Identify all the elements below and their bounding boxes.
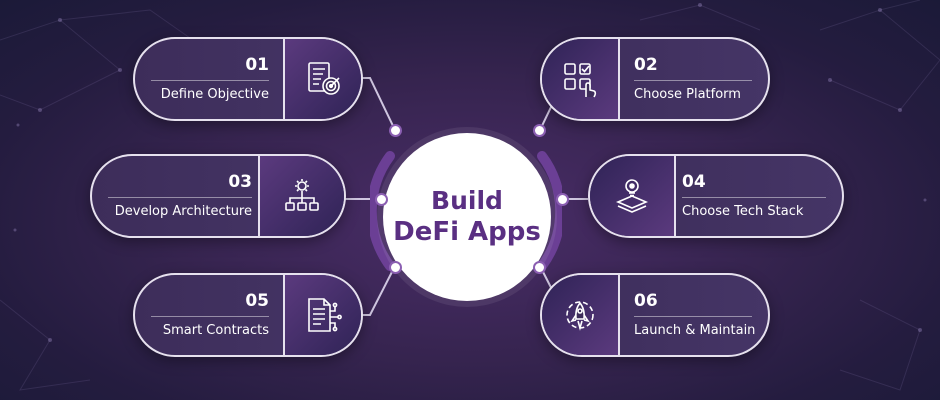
step-number: 03 xyxy=(228,171,252,192)
step-label: Choose Tech Stack xyxy=(682,203,804,219)
grid-touch-icon xyxy=(564,63,597,98)
rocket-gear-icon xyxy=(566,301,594,331)
connector-dot xyxy=(389,261,402,274)
step-05-card: 05 Smart Contracts xyxy=(133,273,363,357)
step-label: Smart Contracts xyxy=(162,322,269,338)
hierarchy-gear-icon xyxy=(285,179,319,211)
step-03-card: 03 Develop Architecture xyxy=(90,154,346,238)
step-number: 06 xyxy=(634,290,658,311)
hub-ring xyxy=(370,151,562,271)
step-label: Define Objective xyxy=(160,86,269,102)
step-number: 02 xyxy=(634,54,658,75)
hub-circle: Build DeFi Apps xyxy=(383,133,551,301)
connector-dot xyxy=(533,261,546,274)
connector-dot xyxy=(556,193,569,206)
step-number: 05 xyxy=(245,290,269,311)
step-label: Choose Platform xyxy=(634,86,741,102)
step-label: Develop Architecture xyxy=(114,203,252,219)
connector-dot xyxy=(375,193,388,206)
hub-title-line2: DeFi Apps xyxy=(393,217,541,248)
connector-dot xyxy=(533,124,546,137)
connector-dot xyxy=(389,124,402,137)
step-04-card: 04 Choose Tech Stack xyxy=(588,154,844,238)
step-01-card: 01 Define Objective xyxy=(133,37,363,121)
step-number: 04 xyxy=(682,171,706,192)
step-label: Launch & Maintain xyxy=(634,322,756,338)
layers-bulb-icon xyxy=(615,179,649,213)
document-target-icon xyxy=(308,62,340,95)
contract-circuit-icon xyxy=(308,298,342,332)
step-02-card: 02 Choose Platform xyxy=(540,37,770,121)
step-06-card: 06 Launch & Maintain xyxy=(540,273,770,357)
step-number: 01 xyxy=(245,54,269,75)
hub-title-line1: Build xyxy=(431,186,503,216)
